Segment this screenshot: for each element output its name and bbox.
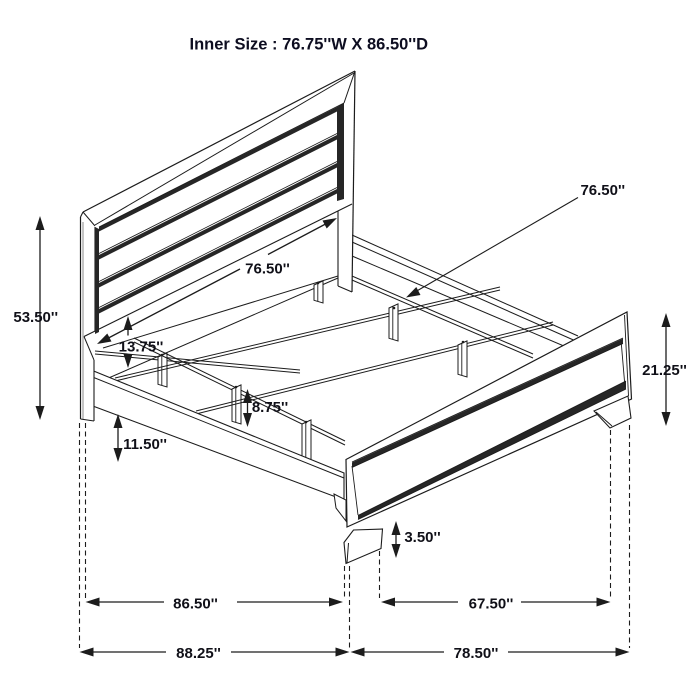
- svg-text:76.50'': 76.50'': [580, 182, 625, 199]
- svg-text:88.25'': 88.25'': [176, 645, 221, 662]
- svg-text:67.50'': 67.50'': [469, 596, 514, 613]
- svg-text:Inner Size : 76.75''W X 86.50': Inner Size : 76.75''W X 86.50''D: [190, 36, 429, 54]
- svg-text:13.75'': 13.75'': [119, 339, 164, 356]
- svg-text:8.75'': 8.75'': [252, 399, 288, 416]
- svg-text:21.25'': 21.25'': [642, 362, 687, 379]
- svg-text:78.50'': 78.50'': [454, 645, 499, 662]
- svg-text:86.50'': 86.50'': [173, 596, 218, 613]
- svg-text:3.50'': 3.50'': [404, 529, 440, 546]
- svg-text:76.50'': 76.50'': [245, 261, 290, 278]
- svg-text:53.50'': 53.50'': [13, 309, 58, 326]
- svg-text:11.50'': 11.50'': [123, 436, 167, 453]
